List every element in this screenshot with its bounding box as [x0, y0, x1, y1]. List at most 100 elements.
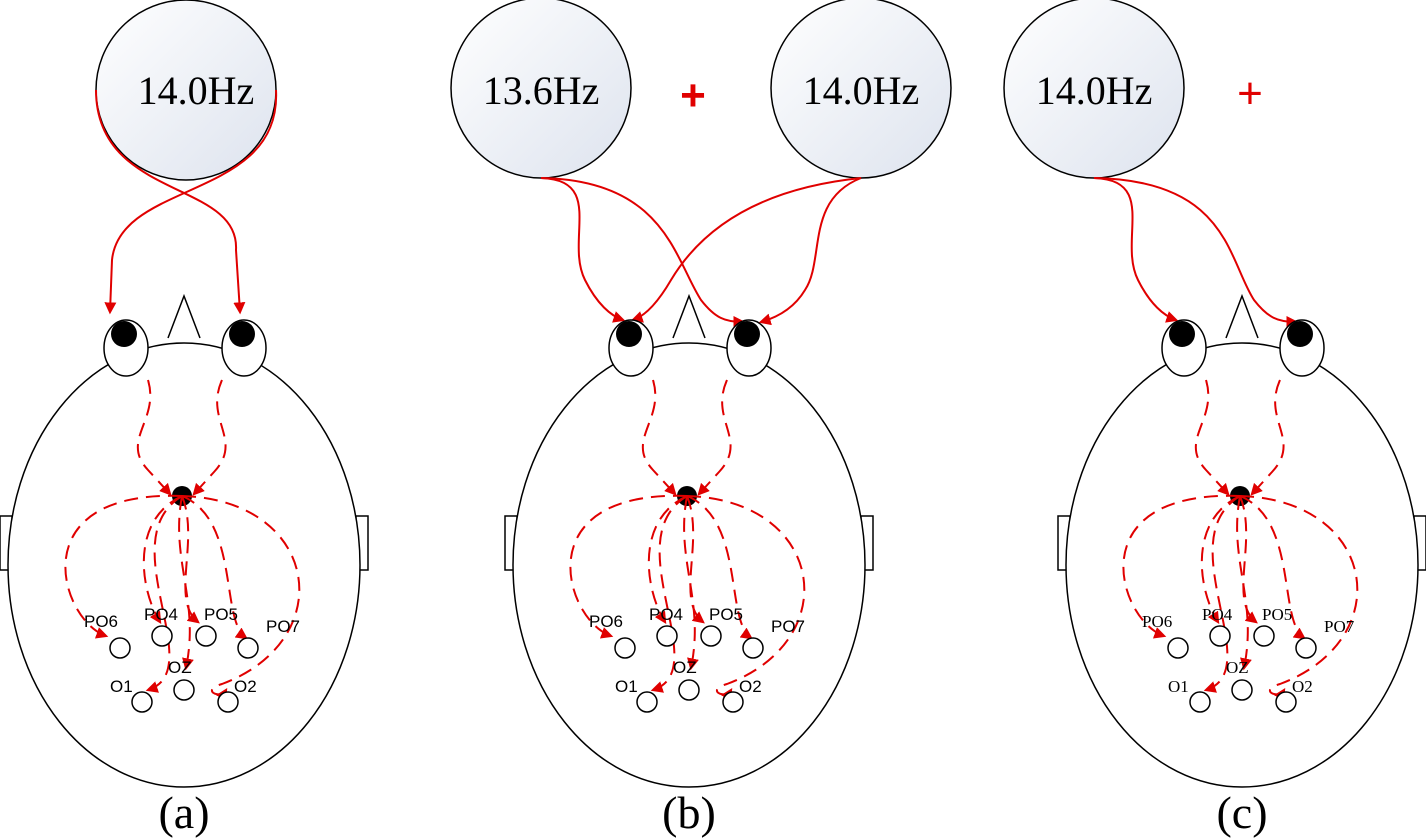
svg-text:OZ: OZ [1226, 658, 1249, 677]
plus-sign: + [1237, 69, 1263, 118]
electrode-o2: O2 [722, 677, 762, 713]
stimulus-arrow-left-to-right-eye [540, 177, 746, 328]
stimulus-arrow-right-to-right-eye [758, 177, 862, 326]
stimulus-frequency: 13.6Hz [483, 68, 600, 113]
panel-a: 14.0Hz PO6 [0, 0, 369, 838]
electrode-o1: O1 [110, 677, 153, 713]
stimulus-frequency: 14.0Hz [1036, 68, 1153, 113]
panel-caption: (b) [662, 787, 716, 838]
electrode-oz: OZ [168, 658, 195, 701]
svg-text:PO6: PO6 [84, 612, 118, 631]
panel-c: 14.0Hz + PO6 PO4 [1003, 0, 1426, 838]
nose [1225, 293, 1259, 339]
cortex-path-po7 [686, 495, 753, 640]
cortex-path-o2 [686, 495, 806, 702]
head-outline [512, 342, 866, 788]
svg-text:O1: O1 [110, 677, 133, 696]
stimulus-arrow-right [95, 89, 246, 315]
electrode-po5: PO5 [700, 605, 743, 647]
stimulus-circle: 14.0Hz [95, 0, 277, 181]
head-outline [7, 342, 361, 788]
electrode-po7: PO7 [742, 617, 805, 659]
electrode-o2: O2 [217, 677, 257, 713]
cortex-path-o1 [145, 495, 183, 693]
cortex-path-po4 [1200, 495, 1241, 625]
svg-text:O1: O1 [615, 677, 638, 696]
electrode-po6: PO6 [84, 612, 131, 659]
nose [672, 293, 706, 339]
panel-caption: (a) [158, 787, 209, 838]
svg-text:O2: O2 [234, 677, 257, 696]
stimulus-arrow-right-eye [1093, 177, 1299, 328]
stimulus-arrow-left-to-left-eye [540, 177, 626, 323]
cortex-path-o1 [1203, 495, 1241, 693]
cortex-path-oz [1236, 495, 1252, 671]
cortex-path-o2 [181, 495, 301, 702]
stimulus-arrow-left [104, 89, 278, 315]
right-pupil [1287, 321, 1313, 347]
svg-text:PO6: PO6 [589, 612, 623, 631]
optic-path-left [641, 379, 677, 496]
svg-text:O1: O1 [1168, 677, 1189, 696]
optic-path-left [1194, 379, 1230, 496]
stimulus-frequency: 14.0Hz [138, 68, 255, 113]
cortex-path-oz [683, 495, 699, 671]
svg-text:PO6: PO6 [1142, 612, 1172, 631]
electrode-po6: PO6 [589, 612, 636, 659]
svg-text:O2: O2 [739, 677, 762, 696]
electrode-po7: PO7 [1295, 617, 1355, 659]
electrode-oz: OZ [673, 658, 700, 701]
cortex-path-oz [178, 495, 194, 671]
cortex-path-po4 [647, 495, 688, 625]
electrode-po4: PO4 [649, 605, 683, 647]
cortex-path-o2 [1239, 495, 1359, 702]
svg-text:PO4: PO4 [649, 605, 683, 624]
stimulus-frequency: 14.0Hz [803, 68, 920, 113]
optic-path-right [1250, 379, 1285, 496]
cortex-path-po5 [686, 495, 705, 624]
electrode-o1: O1 [615, 677, 658, 713]
cortex-path-po4 [142, 495, 183, 625]
stimulus-arrow-right-to-left-eye [630, 177, 862, 323]
svg-text:PO4: PO4 [1202, 605, 1233, 624]
svg-text:PO5: PO5 [709, 605, 743, 624]
electrode-po6: PO6 [1142, 612, 1189, 659]
cortex-path-o1 [650, 495, 688, 693]
nose [167, 293, 201, 339]
cortex-path-po6 [64, 494, 183, 639]
stimulus-circle-right: 14.0Hz [770, 0, 952, 179]
stimulus-circle-left: 13.6Hz [450, 0, 632, 179]
electrode-o2: O2 [1275, 677, 1313, 713]
svg-text:PO5: PO5 [1262, 605, 1292, 624]
cortex-path-po5 [181, 495, 200, 624]
stimulus-circle: 14.0Hz [1003, 0, 1185, 179]
optic-path-right [697, 379, 732, 496]
cortex-path-po7 [181, 495, 248, 640]
cortex-path-po5 [1239, 495, 1258, 624]
electrode-po4: PO4 [144, 605, 178, 647]
panel-b: 13.6Hz + 14.0Hz [450, 0, 952, 838]
svg-text:PO7: PO7 [771, 617, 805, 636]
electrode-po7: PO7 [237, 617, 300, 659]
electrode-oz: OZ [1226, 658, 1253, 701]
electrode-o1: O1 [1168, 677, 1211, 713]
left-pupil [616, 321, 642, 347]
electrode-po5: PO5 [1253, 605, 1292, 647]
right-pupil [734, 321, 760, 347]
right-pupil [229, 321, 255, 347]
svg-text:PO4: PO4 [144, 605, 178, 624]
stimulus-arrow-left-eye [1093, 177, 1179, 323]
head [0, 293, 369, 788]
cortex-path-po6 [1122, 494, 1241, 639]
electrode-po4: PO4 [1202, 605, 1233, 647]
svg-text:OZ: OZ [168, 658, 192, 677]
cortex-path-po6 [569, 494, 688, 639]
electrode-po5: PO5 [195, 605, 238, 647]
panel-caption: (c) [1216, 787, 1267, 838]
left-pupil [111, 321, 137, 347]
svg-text:PO7: PO7 [1324, 617, 1355, 636]
optic-path-right [192, 379, 227, 496]
svg-text:O2: O2 [1292, 677, 1313, 696]
head [504, 293, 874, 788]
